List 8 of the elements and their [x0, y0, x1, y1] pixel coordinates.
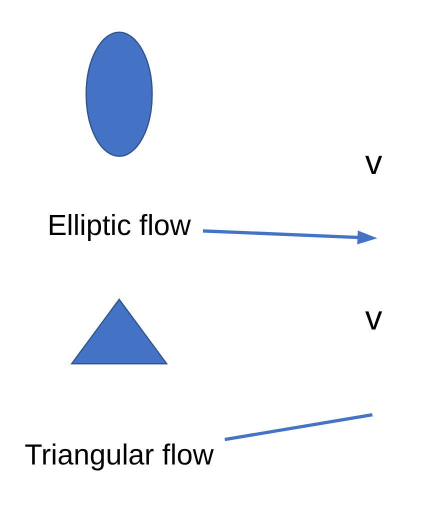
node-text: Elliptic flow	[47, 209, 191, 242]
label: v	[365, 143, 382, 182]
node-triangle	[70, 298, 168, 364]
node-text: Triangular flow	[24, 438, 214, 471]
arrow	[202, 228, 378, 244]
label: v	[365, 298, 382, 337]
connector	[224, 412, 373, 441]
node-ellipse	[86, 31, 153, 156]
